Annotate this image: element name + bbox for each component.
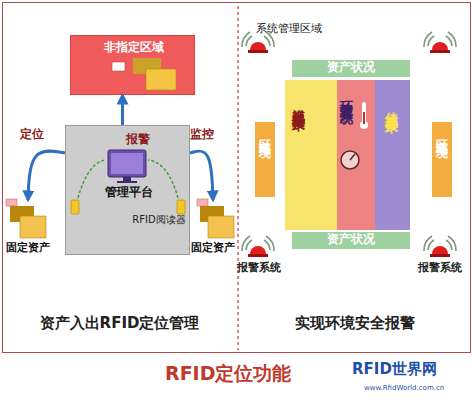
siren-base — [430, 254, 450, 257]
node-subtext: RFID阅读器 — [128, 214, 190, 226]
node-text: 环境管理系统 — [339, 90, 354, 102]
gauge-icon — [341, 151, 359, 169]
siren-icon — [242, 236, 274, 257]
node-text: 区域环境 — [257, 130, 271, 138]
asset-tag — [197, 199, 208, 206]
node-text: 固定资产 — [188, 242, 238, 255]
monitor-frame — [108, 150, 146, 177]
monitor-stand — [123, 177, 131, 181]
outer-frame — [3, 3, 471, 353]
asset-box — [200, 206, 224, 222]
siren-dome — [432, 42, 448, 50]
gauge-dial — [341, 151, 359, 169]
siren-dome — [250, 42, 266, 50]
monitor-screen — [111, 153, 143, 174]
technology-block: 环境管理系统 — [337, 80, 375, 230]
asset-box — [20, 216, 46, 238]
node-text: 传感器技术 — [384, 102, 399, 112]
thermometer-bulb — [360, 121, 368, 129]
node-text: 资产状况 — [292, 61, 410, 75]
asset-box — [146, 69, 176, 90]
asset-box — [208, 216, 234, 238]
node-text: 固定资产 — [1, 242, 55, 255]
logo-text: RFID世界网 — [352, 361, 437, 378]
rfid-reader-icon — [177, 200, 185, 214]
siren-waves — [424, 32, 456, 47]
asset-tag — [6, 199, 17, 206]
thermometer-tube — [362, 104, 366, 122]
alarm-label: 报警系统 — [418, 262, 462, 275]
thermometer-icon — [360, 104, 368, 129]
asset-box — [10, 206, 34, 222]
restricted-zone-box: 非指定区域 — [70, 35, 195, 95]
signal-arc — [148, 160, 178, 198]
edge-label: 定位 — [20, 128, 44, 142]
asset-tag — [112, 62, 125, 71]
node-text: 非指定区域 — [71, 41, 196, 55]
environment-band: 区域环境 — [255, 122, 275, 197]
edge-label: 监控 — [190, 128, 214, 142]
asset-icon — [6, 199, 46, 238]
rfid-reader-icon — [71, 200, 79, 214]
left-panel: 资产入出RFID定位管理 非指定区域管理平台 RFID阅读器固定资产 固定资产 — [3, 3, 236, 352]
gauge-needle — [350, 154, 355, 160]
siren-waves — [242, 236, 274, 251]
technology-block: 传感器技术 — [375, 80, 410, 230]
right-panel: 系统管理区域实现环境安全报警资产状况区域环境视频采集技术环境管理系统传感器技术区… — [240, 3, 470, 352]
status-band: 资产状况 — [292, 232, 410, 249]
siren-base — [248, 254, 268, 257]
asset-icon — [112, 58, 176, 90]
asset-node: 固定资产 — [1, 200, 55, 258]
siren-base — [430, 50, 450, 53]
status-band: 资产状况 — [292, 60, 410, 77]
arrow-connector — [121, 95, 124, 125]
node-text: 系统管理区域 — [256, 23, 356, 36]
figure-caption: RFID定位功能 — [165, 363, 291, 385]
siren-waves — [242, 32, 274, 47]
asset-box — [133, 58, 161, 74]
arrow-connector — [28, 151, 65, 200]
alarm-label: 报警系统 — [237, 262, 281, 275]
asset-node: 固定资产 — [188, 200, 238, 258]
node-text: 管理平台 — [66, 186, 191, 200]
node-text: 视频采集技术 — [291, 98, 306, 110]
monitor-icon — [108, 150, 146, 183]
technology-block: 视频采集技术 — [285, 80, 337, 230]
arrow-connector — [190, 151, 213, 200]
node-subtext: 实现环境安全报警 — [240, 315, 470, 332]
node-text: 资产状况 — [292, 233, 410, 247]
panel-divider — [237, 6, 238, 350]
environment-band: 区域环境 — [432, 122, 452, 197]
siren-icon — [242, 32, 274, 53]
node-text: 资产入出RFID定位管理 — [3, 315, 236, 332]
siren-dome — [432, 246, 448, 254]
siren-dome — [250, 246, 266, 254]
edge-label: 报警 — [126, 133, 150, 147]
siren-icon — [424, 236, 456, 257]
logo-url: www.RfidWorld.com.cn — [364, 384, 444, 392]
node-text: 区域环境 — [434, 130, 448, 138]
monitor-base — [117, 181, 137, 183]
siren-waves — [424, 236, 456, 251]
siren-base — [248, 50, 268, 53]
asset-icon — [197, 199, 234, 238]
siren-icon — [424, 32, 456, 53]
thermometer-mercury — [363, 112, 365, 124]
signal-arc — [78, 160, 106, 198]
